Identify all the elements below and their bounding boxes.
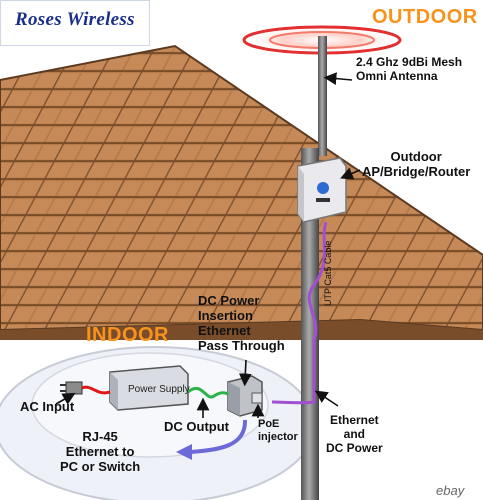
rj45-label: RJ-45 Ethernet to PC or Switch [60, 429, 141, 474]
outdoor-ap-device [297, 157, 347, 223]
antenna-label: 2.4 Ghz 9dBi Mesh Omni Antenna [356, 55, 463, 83]
outdoor-zone-title: OUTDOOR [372, 6, 478, 28]
ac-plug [60, 381, 83, 395]
poe-injector-label: PoE injector [258, 418, 298, 443]
dc-cord [187, 386, 229, 399]
utp-cable [271, 221, 328, 405]
leader-lines [55, 72, 361, 418]
cable-label: UTP Cat5 Cable [323, 240, 333, 306]
ac-cord [81, 385, 111, 395]
ap-label: Outdoor AP/Bridge/Router [362, 149, 471, 179]
power-supply-label: Power Supply [128, 384, 190, 395]
brand-logo: Roses Wireless [0, 0, 150, 46]
rj45-arrowhead [176, 444, 192, 460]
dc-power-label: DC Power Insertion Ethernet Pass Through [198, 293, 285, 353]
antenna-pole [318, 36, 327, 156]
ebay-watermark: ebay [436, 483, 465, 498]
brand-logo-text: Roses Wireless [15, 9, 135, 30]
poe-injector [227, 375, 263, 417]
power-supply-device [109, 365, 189, 411]
ethernet-dc-label: Ethernet and DC Power [326, 413, 383, 455]
ac-input-label: AC Input [20, 399, 75, 414]
rj45-cable [189, 419, 248, 454]
indoor-zone-title: INDOOR [86, 324, 169, 346]
mast-pole [301, 148, 319, 500]
roof [0, 44, 483, 340]
dc-output-label: DC Output [164, 419, 229, 434]
